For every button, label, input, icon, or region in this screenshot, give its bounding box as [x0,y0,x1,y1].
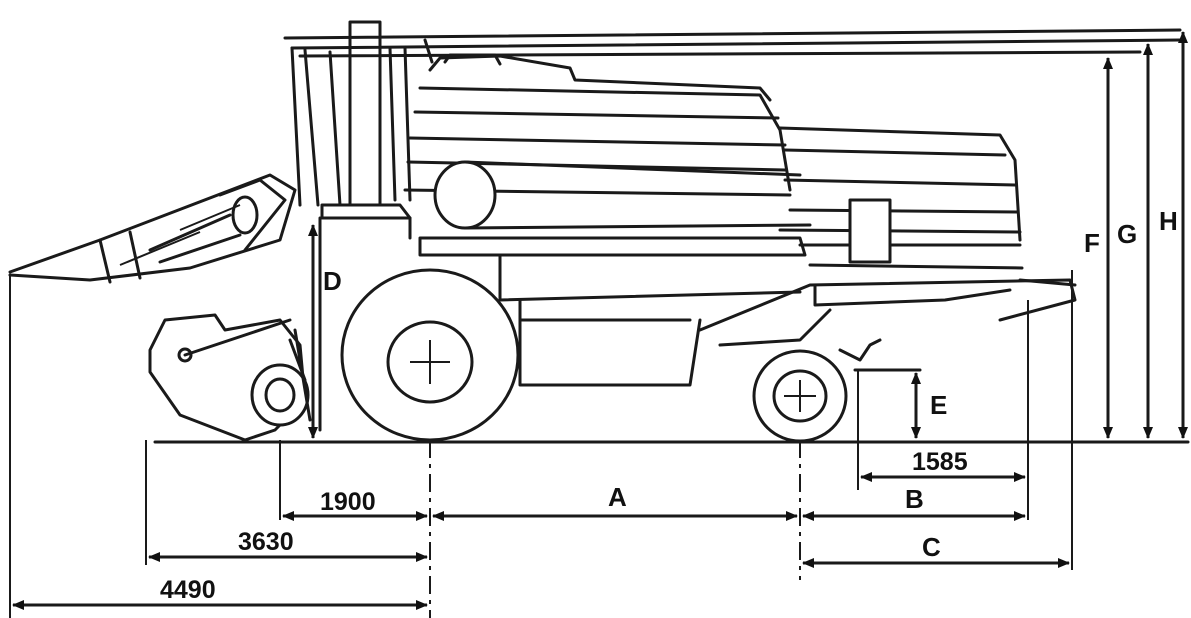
label-4490: 4490 [160,576,216,604]
dimensions [9,31,1188,618]
label-A: A [608,482,627,512]
label-E: E [930,390,947,420]
label-H: H [1159,206,1178,236]
label-D: D [323,266,342,296]
towing-hitch [838,338,922,372]
mid-body [318,216,1077,432]
dimension-labels: 1585 1900 3630 4490 A B C D E F G H [160,206,1178,604]
label-F: F [1084,228,1100,258]
label-1585: 1585 [912,448,968,476]
front-wheel [340,268,520,442]
label-3630: 3630 [238,528,294,556]
label-C: C [922,532,941,562]
upper-body [403,53,1024,270]
cab [283,20,1182,220]
feeder-assembly [148,313,312,442]
label-1900: 1900 [320,488,376,516]
combine-harvester [8,20,1190,444]
label-B: B [905,484,924,514]
label-G: G [1117,219,1137,249]
header [8,173,297,284]
rear-wheel [752,349,848,443]
